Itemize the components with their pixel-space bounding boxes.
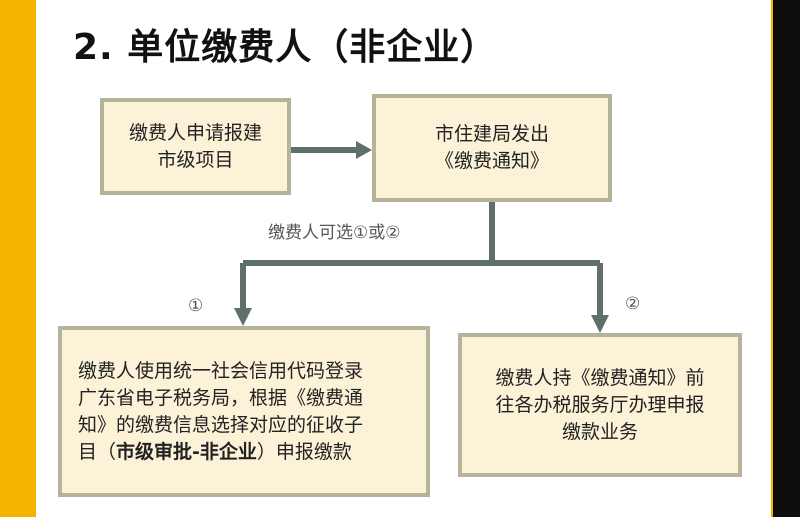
option1-line2: 广东省电子税务局，根据《缴费通 (78, 386, 364, 409)
option1-line4-pre: 目（ (78, 440, 117, 463)
option1-text: 缴费人使用统一社会信用代码登录 广东省电子税务局，根据《缴费通 知》的缴费信息选… (62, 358, 363, 466)
option1-line4-bold: 市级审批-非企业 (116, 440, 257, 463)
option1-line4: 目（市级审批-非企业）申报缴款 (78, 439, 363, 466)
page-title: 2. 单位缴费人（非企业） (73, 27, 498, 68)
option1-line4-post: ）申报缴款 (256, 440, 352, 463)
payment-notice-box: 市住建局发出 《缴费通知》 (372, 94, 612, 202)
option1-line3: 知》的缴费信息选择对应的征收子 (78, 413, 364, 436)
arrowhead-option1 (234, 308, 252, 326)
payment-notice-text: 市住建局发出 《缴费通知》 (434, 123, 549, 172)
option1-line1: 缴费人使用统一社会信用代码登录 (78, 359, 364, 382)
arrowhead-notice (356, 141, 372, 159)
option2-office-box: 缴费人持《缴费通知》前 往各办税服务厅办理申报 缴款业务 (458, 333, 742, 477)
option1-marker: ① (188, 296, 204, 316)
option1-online-box: 缴费人使用统一社会信用代码登录 广东省电子税务局，根据《缴费通 知》的缴费信息选… (58, 326, 430, 497)
apply-project-box: 缴费人申请报建 市级项目 (100, 98, 291, 195)
right-edge-bar (773, 0, 800, 517)
arrowhead-option2 (591, 315, 609, 333)
choice-label: 缴费人可选①或② (268, 223, 401, 243)
option2-marker: ② (625, 294, 641, 314)
option2-text: 缴费人持《缴费通知》前 往各办税服务厅办理申报 缴款业务 (495, 366, 705, 443)
apply-project-text: 缴费人申请报建 市级项目 (128, 121, 262, 171)
